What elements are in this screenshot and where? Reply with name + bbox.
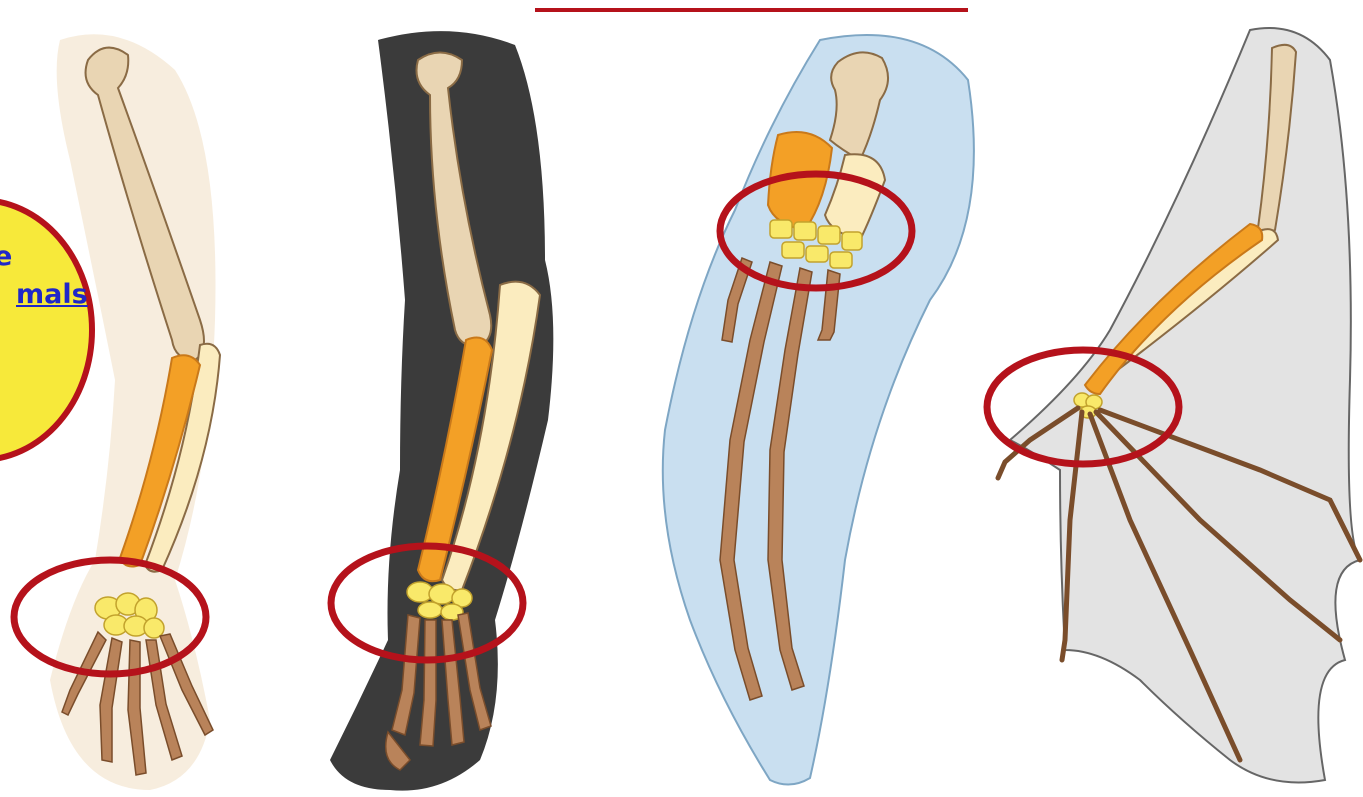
badge-line-2: mals [16,278,88,312]
badge-line-1: e [0,240,12,274]
label-badge [0,200,92,460]
cat-leg-limb [330,31,553,791]
bat-wing-membrane [1010,28,1360,783]
whale-flipper-limb [663,35,974,785]
bat-wing-limb [987,28,1360,783]
